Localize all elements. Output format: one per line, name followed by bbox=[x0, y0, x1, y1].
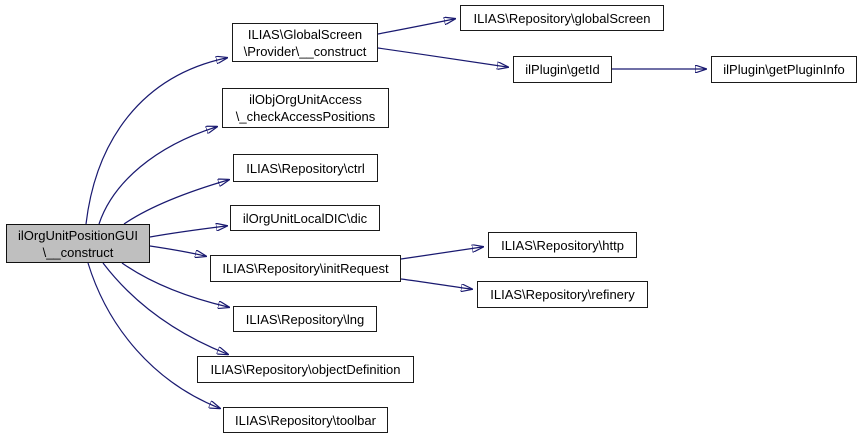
node-label: ilPlugin\getPluginInfo bbox=[723, 62, 845, 77]
node-label: ILIAS\Repository\http bbox=[501, 237, 624, 253]
edge-provider-to-globalscreen bbox=[377, 19, 454, 35]
node-ilplugin-getplugininfo[interactable]: ilPlugin\getPluginInfo bbox=[711, 56, 857, 83]
node-label: \__construct bbox=[42, 244, 114, 260]
node-repository-globalscreen[interactable]: ILIAS\Repository\globalScreen bbox=[460, 5, 664, 31]
node-label: ilOrgUnitPositionGUI bbox=[18, 227, 138, 243]
edge-main-to-lng bbox=[121, 262, 228, 307]
node-label: ILIAS\Repository\objectDefinition bbox=[210, 362, 401, 377]
node-ilobjorgunitaccess-checkaccesspositions[interactable]: ilObjOrgUnitAccess \_checkAccessPosition… bbox=[222, 88, 389, 128]
edge-main-to-provider bbox=[85, 58, 226, 225]
edge-main-to-objectdef bbox=[102, 262, 227, 354]
node-label: ILIAS\Repository\globalScreen bbox=[473, 10, 651, 26]
edge-main-to-toolbar bbox=[87, 262, 219, 408]
node-label: ILIAS\Repository\ctrl bbox=[246, 160, 365, 176]
node-ilorgunitlocaldic-dic[interactable]: ilOrgUnitLocalDIC\dic bbox=[230, 205, 380, 231]
node-repository-http[interactable]: ILIAS\Repository\http bbox=[488, 232, 637, 258]
edge-main-to-initrequest bbox=[149, 245, 205, 256]
edge-main-to-dic bbox=[149, 226, 226, 238]
node-globalscreen-provider-construct[interactable]: ILIAS\GlobalScreen \Provider\__construct bbox=[232, 23, 378, 62]
node-repository-objectdefinition[interactable]: ILIAS\Repository\objectDefinition bbox=[197, 356, 414, 383]
node-label: ilPlugin\getId bbox=[525, 62, 600, 77]
node-label: ILIAS\Repository\lng bbox=[245, 311, 365, 327]
node-label: ILIAS\Repository\initRequest bbox=[222, 261, 389, 276]
edge-initrequest-to-refinery bbox=[400, 278, 471, 289]
edge-main-to-checkaccess bbox=[98, 127, 216, 225]
node-label: ilOrgUnitLocalDIC\dic bbox=[242, 210, 368, 226]
node-ilorgunitpositiongui-construct[interactable]: ilOrgUnitPositionGUI \__construct bbox=[6, 224, 150, 263]
node-label: ILIAS\Repository\refinery bbox=[490, 287, 635, 302]
node-repository-toolbar[interactable]: ILIAS\Repository\toolbar bbox=[223, 407, 388, 433]
node-label: ILIAS\GlobalScreen bbox=[247, 26, 363, 42]
node-label: \Provider\__construct bbox=[243, 43, 367, 59]
node-repository-initrequest[interactable]: ILIAS\Repository\initRequest bbox=[210, 255, 401, 282]
edge-provider-to-getid bbox=[377, 47, 507, 67]
edge-main-to-ctrl bbox=[123, 180, 228, 225]
node-ilplugin-getid[interactable]: ilPlugin\getId bbox=[513, 56, 612, 83]
edge-initrequest-to-http bbox=[400, 247, 482, 260]
node-label: \_checkAccessPositions bbox=[235, 109, 376, 124]
node-repository-lng[interactable]: ILIAS\Repository\lng bbox=[233, 306, 377, 332]
node-label: ILIAS\Repository\toolbar bbox=[235, 412, 376, 428]
node-repository-refinery[interactable]: ILIAS\Repository\refinery bbox=[477, 281, 648, 308]
node-repository-ctrl[interactable]: ILIAS\Repository\ctrl bbox=[233, 154, 378, 182]
node-label: ilObjOrgUnitAccess bbox=[249, 92, 362, 107]
